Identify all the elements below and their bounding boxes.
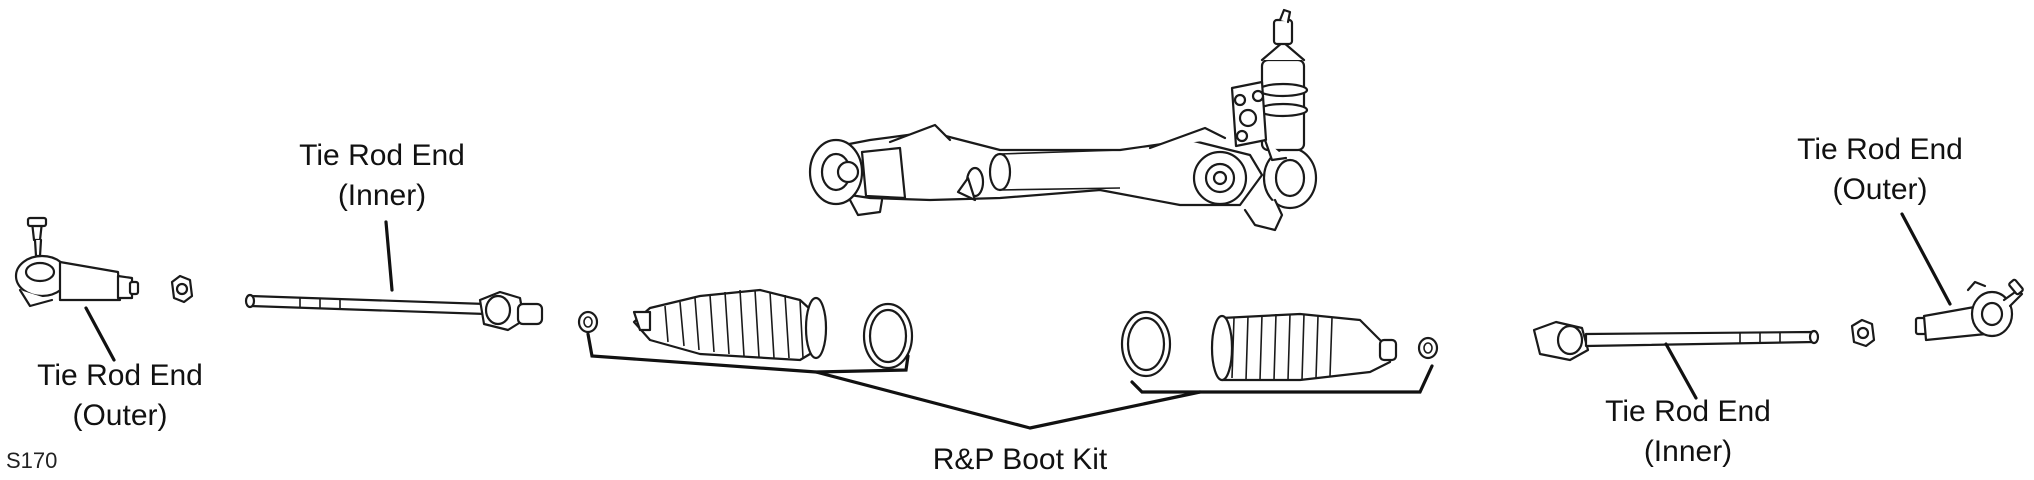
right-jam-nut: [1850, 318, 1876, 348]
label-boot-kit: R&P Boot Kit: [932, 443, 1108, 476]
label-right-inner-line2: (Inner): [1643, 435, 1733, 468]
right-boot-kit-parts: [1120, 310, 1439, 382]
right-inner-tie-rod: [1532, 320, 1820, 362]
leader-right-inner: [1664, 342, 1698, 400]
leader-lines: [84, 212, 1952, 430]
label-left-inner-tie-rod: Tie Rod End (Inner): [282, 136, 482, 216]
left-inner-tie-rod: [244, 290, 544, 332]
rack-and-pinion-assembly: [808, 8, 1318, 232]
leader-left-inner: [384, 220, 394, 292]
label-right-inner-line1: Tie Rod End: [1605, 395, 1771, 428]
label-left-outer-line2: (Outer): [72, 399, 168, 432]
figure-code: S170: [6, 448, 58, 473]
label-right-inner-tie-rod: Tie Rod End (Inner): [1588, 392, 1788, 472]
label-left-outer-tie-rod: Tie Rod End (Outer): [20, 356, 220, 436]
leader-boot-kit-converge: [814, 370, 1202, 430]
right-outer-tie-rod-end: [1914, 278, 2024, 342]
label-right-outer-tie-rod: Tie Rod End (Outer): [1780, 130, 1980, 210]
label-left-inner-line2: (Inner): [337, 179, 427, 212]
left-outer-tie-rod-end: [14, 216, 140, 308]
left-jam-nut: [170, 274, 194, 304]
label-left-inner-line1: Tie Rod End: [299, 139, 465, 172]
label-right-outer-line2: (Outer): [1832, 173, 1928, 206]
label-right-outer-line1: Tie Rod End: [1797, 133, 1963, 166]
leader-right-outer: [1900, 212, 1952, 306]
label-left-outer-line1: Tie Rod End: [37, 359, 203, 392]
leader-boot-kit-right: [1130, 364, 1434, 394]
leader-left-outer: [84, 306, 116, 362]
left-boot-kit-parts: [577, 288, 914, 370]
